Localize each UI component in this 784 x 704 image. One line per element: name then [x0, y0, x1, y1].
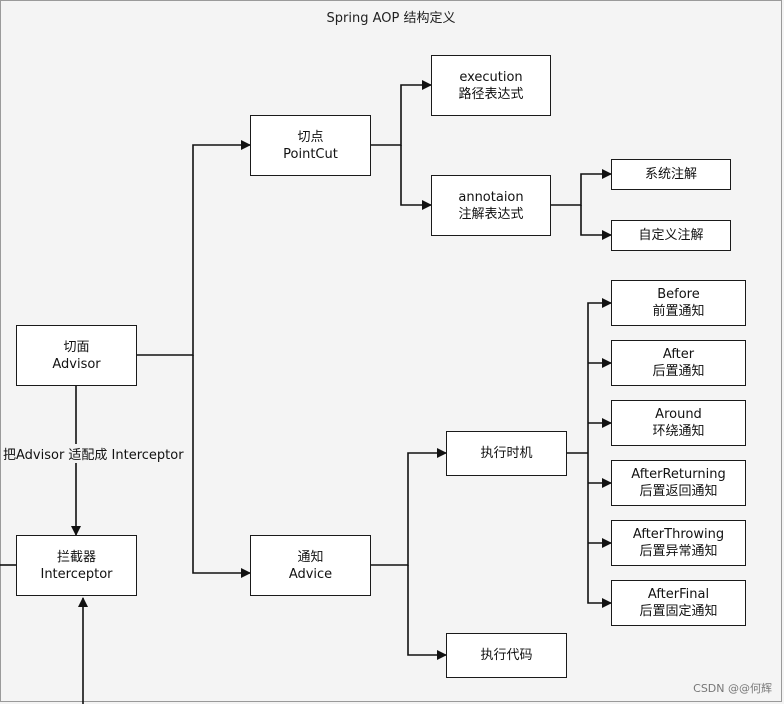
- node-after-throwing-cn: 后置异常通知: [639, 544, 718, 559]
- node-after-returning-en: AfterReturning: [631, 467, 726, 482]
- node-execution-en: execution: [459, 69, 523, 85]
- edge-label-adapt: 把Advisor 适配成 Interceptor: [2, 444, 185, 463]
- edge-annotation-system: [551, 169, 612, 206]
- node-before-en: Before: [657, 287, 700, 302]
- diagram-title: Spring AOP 结构定义: [326, 11, 456, 26]
- node-pointcut: 切点 PointCut: [250, 115, 371, 176]
- node-advice-cn: 通知: [297, 549, 324, 565]
- node-annotation-en: annotaion: [458, 189, 524, 205]
- node-after: After 后置通知: [611, 340, 746, 386]
- edge-annotation-custom: [580, 205, 612, 240]
- node-custom-annotation: 自定义注解: [611, 220, 731, 251]
- node-around-en: Around: [655, 407, 702, 422]
- node-advisor-en: Advisor: [52, 356, 101, 372]
- node-code-label: 执行代码: [480, 648, 533, 663]
- node-system-annotation-label: 系统注解: [644, 167, 697, 182]
- node-after-throwing-en: AfterThrowing: [632, 527, 725, 542]
- node-advisor: 切面 Advisor: [16, 325, 137, 386]
- node-code: 执行代码: [446, 633, 567, 678]
- edge-advice-code: [407, 565, 447, 660]
- node-system-annotation: 系统注解: [611, 159, 731, 190]
- edge-advisor-pointcut: [136, 140, 251, 356]
- node-before-cn: 前置通知: [652, 304, 705, 319]
- node-custom-annotation-label: 自定义注解: [638, 228, 704, 243]
- node-timing-label: 执行时机: [480, 446, 533, 461]
- node-advice-en: Advice: [288, 566, 333, 582]
- node-pointcut-cn: 切点: [297, 129, 324, 145]
- edge-pointcut-execution: [371, 80, 432, 146]
- node-after-returning-cn: 后置返回通知: [639, 484, 718, 499]
- edge-timing-before: [587, 298, 612, 453]
- node-advisor-cn: 切面: [63, 339, 90, 355]
- node-timing: 执行时机: [446, 431, 567, 476]
- node-after-cn: 后置通知: [652, 364, 705, 379]
- node-after-final-cn: 后置固定通知: [639, 604, 718, 619]
- node-after-final-en: AfterFinal: [647, 587, 710, 602]
- node-annotation: annotaion 注解表达式: [431, 175, 551, 236]
- edge-advice-timing: [371, 448, 447, 566]
- node-annotation-cn: 注解表达式: [458, 206, 524, 222]
- node-before: Before 前置通知: [611, 280, 746, 326]
- edge-timing-after-final: [587, 453, 612, 608]
- node-after-throwing: AfterThrowing 后置异常通知: [611, 520, 746, 566]
- node-interceptor-cn: 拦截器: [56, 549, 96, 565]
- watermark: CSDN @@何辉: [693, 682, 772, 695]
- node-after-final: AfterFinal 后置固定通知: [611, 580, 746, 626]
- node-after-en: After: [662, 347, 695, 362]
- node-interceptor: 拦截器 Interceptor: [16, 535, 137, 596]
- node-pointcut-en: PointCut: [283, 146, 338, 162]
- node-around: Around 环绕通知: [611, 400, 746, 446]
- edge-pointcut-annotation: [400, 145, 432, 210]
- node-advice: 通知 Advice: [250, 535, 371, 596]
- node-around-cn: 环绕通知: [652, 424, 705, 439]
- edge-advisor-advice: [192, 355, 251, 578]
- node-execution: execution 路径表达式: [431, 55, 551, 116]
- node-execution-cn: 路径表达式: [458, 86, 524, 102]
- node-after-returning: AfterReturning 后置返回通知: [611, 460, 746, 506]
- node-interceptor-en: Interceptor: [40, 566, 113, 582]
